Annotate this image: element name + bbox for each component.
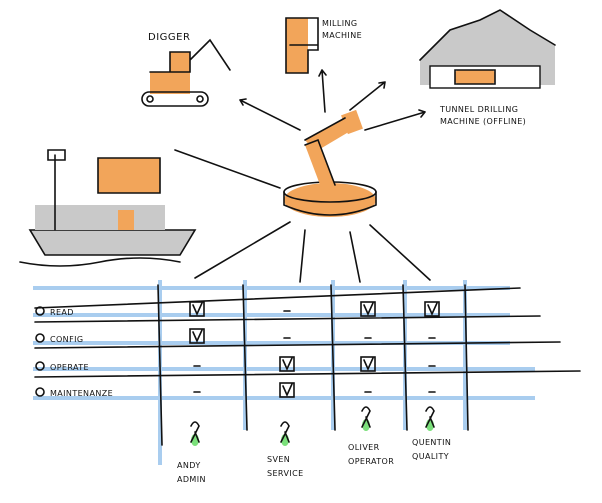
- pencil-icon: [35, 333, 45, 343]
- user-role: ADMIN: [177, 475, 206, 484]
- checked-box-icon: [360, 356, 376, 372]
- checked-box-icon: [189, 301, 205, 317]
- checked-box-icon: [424, 301, 440, 317]
- machine-label: MACHINE: [322, 31, 362, 40]
- user-name: ANDY: [177, 461, 201, 470]
- user-role: QUALITY: [412, 452, 449, 461]
- permission-label: CONFIG: [50, 335, 83, 344]
- user-name: SVEN: [267, 455, 290, 464]
- user-icon: [361, 406, 371, 428]
- checkmark-icon: [282, 383, 293, 397]
- checkmark-icon: [363, 302, 374, 316]
- connection-arrows: [174, 69, 431, 283]
- checkmark-icon: [363, 357, 374, 371]
- grid-line: [34, 370, 581, 378]
- machine-label: MILLING: [322, 19, 358, 28]
- user-role: OPERATOR: [348, 457, 394, 466]
- permission-label: OPERATE: [50, 363, 89, 372]
- user-icon: [280, 421, 290, 443]
- checkmark-icon: [192, 329, 203, 343]
- container-ship-icon: [19, 149, 197, 267]
- checkmark-icon: [282, 357, 293, 371]
- grid-line: [464, 284, 469, 431]
- user-name: QUENTIN: [412, 438, 451, 447]
- checked-box-icon: [279, 382, 295, 398]
- eye-icon: [35, 306, 45, 316]
- grid-line: [330, 284, 336, 431]
- grid-line: [34, 287, 521, 309]
- user-name: OLIVER: [348, 443, 380, 452]
- grid-line: [34, 315, 541, 323]
- permission-label: READ: [50, 308, 74, 317]
- permission-grid: READ CONFIG OPERATE MAINTENANZE ANDY ADMIN SVE…: [33, 280, 581, 484]
- machine-label: TUNNEL DRILLING: [439, 105, 518, 114]
- grid-line: [402, 284, 408, 431]
- checked-box-icon: [189, 328, 205, 344]
- grid-line: [34, 341, 561, 349]
- user-role: SERVICE: [267, 469, 304, 478]
- grid-line: [157, 284, 163, 446]
- checkmark-icon: [192, 302, 203, 316]
- user-icon: [190, 421, 200, 443]
- checked-box-icon: [360, 301, 376, 317]
- checkmark-icon: [427, 302, 438, 316]
- milling-machine-icon: [285, 17, 319, 74]
- machine-label: MACHINE (OFFLINE): [440, 117, 526, 126]
- user-icon: [425, 406, 435, 428]
- robot-arm-icon: [283, 109, 377, 217]
- permission-label: MAINTENANZE: [50, 389, 113, 398]
- machine-label: DIGGER: [148, 32, 190, 43]
- grid-line: [242, 284, 248, 431]
- tunnel-drilling-machine-icon: [419, 9, 556, 89]
- wrench-icon: [35, 387, 45, 397]
- digger-icon: [141, 38, 231, 107]
- checked-box-icon: [279, 356, 295, 372]
- hand-crank-icon: [35, 361, 45, 371]
